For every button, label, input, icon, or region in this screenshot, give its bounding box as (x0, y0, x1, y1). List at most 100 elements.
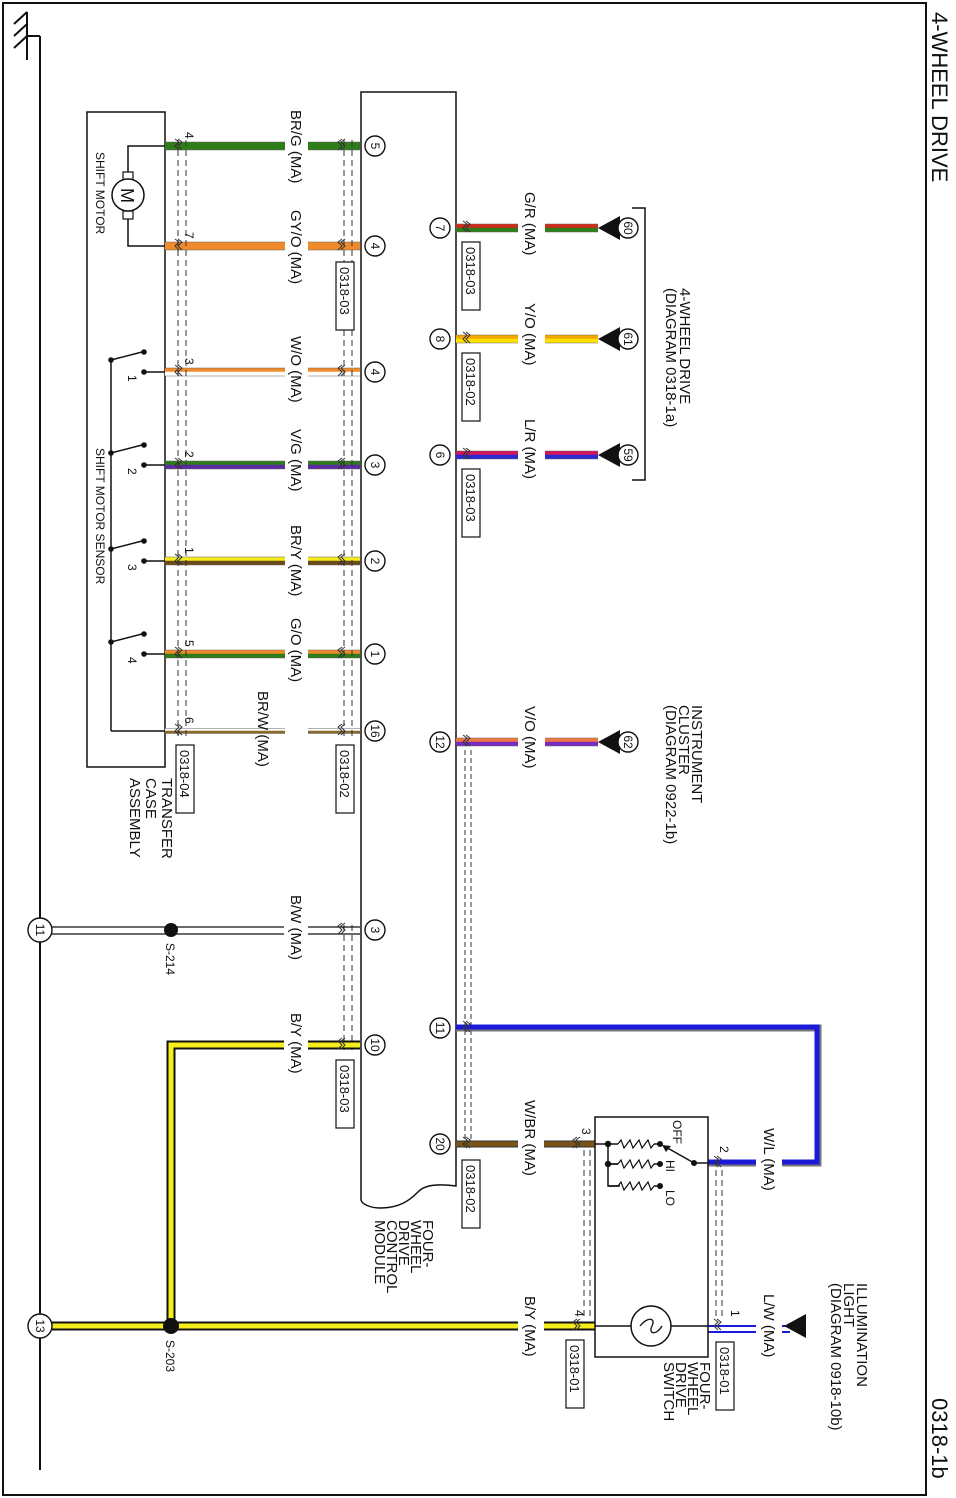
wire-label: G/O (MA) (287, 618, 304, 682)
connector-icon (174, 457, 183, 470)
connector-icon (337, 646, 346, 659)
reference-illumination-label: LIGHT (840, 1283, 857, 1327)
shift-motor-sensor-label: SHIFT MOTOR SENSOR (93, 448, 107, 585)
connector-icon (337, 238, 346, 251)
device-pin: 7 (182, 232, 196, 239)
bulb-icon (630, 1305, 672, 1347)
module-pin: 4 (364, 361, 386, 383)
label-gap (518, 1318, 544, 1334)
sensor-switch-number: 3 (125, 564, 139, 571)
filament-icon (639, 1318, 663, 1334)
switch-position-lo: LO (663, 1190, 677, 1206)
pin-number: 20 (433, 1137, 447, 1151)
contact-dot (657, 1141, 663, 1147)
control-module-box (360, 91, 457, 1209)
module-pin: 8 (429, 328, 451, 350)
pin-number: 12 (433, 735, 447, 749)
sensor-switch: 4 (108, 631, 165, 664)
sensor-switch-number: 2 (125, 468, 139, 475)
connector-id-module-top: 0318-03 (335, 261, 355, 331)
connector-id-box (461, 468, 481, 538)
connector-icon (713, 1155, 722, 1168)
reference-pin: 61 (617, 328, 639, 350)
pin-number: 60 (621, 221, 635, 235)
pivot-dot (108, 546, 114, 552)
contact-dot (141, 631, 147, 637)
transfer-wire (165, 367, 360, 377)
pin-number: 5 (368, 143, 382, 150)
pivot-dot (108, 639, 114, 645)
device-pin: 6 (182, 717, 196, 724)
reference-bracket (632, 207, 646, 481)
transfer-wire (165, 460, 360, 470)
pin-number: 1 (368, 651, 382, 658)
sensor-switch: 1 (108, 349, 165, 382)
reference-arrow-icon (598, 216, 620, 240)
connector-id-box (715, 1341, 735, 1411)
switch-position-off: OFF (670, 1120, 684, 1144)
pin-circle-shape (364, 643, 386, 665)
transfer-wire (165, 556, 360, 566)
connector-id-text: 0318-01 (717, 1347, 732, 1395)
shift-motor-label: SHIFT MOTOR (93, 152, 107, 235)
reference-pin: 60 (617, 217, 639, 239)
contact-dot (141, 558, 147, 564)
pin-circle-shape (364, 550, 386, 572)
pin-circle-shape (27, 1313, 53, 1339)
wire-label: B/Y (MA) (521, 1296, 538, 1357)
splice-label: S-203 (163, 1340, 177, 1372)
switch-pin: 3 (579, 1128, 593, 1135)
reference-instrument-cluster-label: CLUSTER (675, 705, 692, 775)
wire-label: W/O (MA) (287, 336, 304, 403)
connector-id: 0318-03 (461, 241, 481, 311)
connector-id-text: 0318-04 (177, 750, 192, 798)
module-pin: 12 (429, 731, 451, 753)
switch-blade (110, 444, 143, 454)
transfer-case-box (86, 111, 166, 768)
connector-id-text: 0318-03 (463, 247, 478, 295)
connector-id: 0318-03 (335, 1059, 355, 1129)
label-gap (518, 1136, 544, 1152)
wire-label: B/W (MA) (287, 895, 304, 960)
module-pin: 2 (364, 550, 386, 572)
module-pin: 3 (364, 454, 386, 476)
wire-label: B/Y (MA) (287, 1013, 304, 1074)
switch-label-line: FOUR- (696, 1362, 713, 1410)
pin-circle-shape (617, 444, 639, 466)
reference-illumination-label: ILLUMINATION (853, 1283, 870, 1387)
switch-arrow-icon (662, 1145, 671, 1152)
wire-label: V/G (MA) (287, 429, 304, 492)
contact-dot (141, 349, 147, 355)
splice-dot (163, 1318, 179, 1334)
connector-id-text: 0318-02 (337, 750, 352, 798)
wire-label: V/O (MA) (521, 706, 538, 769)
connector-icon (462, 734, 471, 747)
pin-number: 3 (368, 462, 382, 469)
splice-dot (164, 923, 178, 937)
connector-icon (337, 457, 346, 470)
contact-dot (141, 538, 147, 544)
pin-circle-shape (617, 217, 639, 239)
connector-id: 0318-03 (461, 468, 481, 538)
pin-number: 59 (621, 448, 635, 462)
pin-circle-shape (429, 328, 451, 350)
connector-id: 0318-02 (461, 352, 481, 422)
splice-label: S-214 (163, 943, 177, 975)
wire-label: G/R (MA) (521, 192, 538, 255)
connector-id-box (461, 241, 481, 311)
device-pin: 1 (182, 547, 196, 554)
ground-pin: 13 (27, 1313, 53, 1339)
pin-number: 4 (368, 243, 382, 250)
switch-label-line: SWITCH (660, 1362, 677, 1421)
reference-4wd-label: (DIAGRAM 0318-1a) (662, 288, 679, 427)
connector-icon (572, 1318, 581, 1331)
sensor-switch-number: 1 (125, 375, 139, 382)
contact-dot (657, 1161, 663, 1167)
pin-number: 11 (33, 924, 47, 937)
connector-id-text: 0318-03 (463, 474, 478, 522)
pin-number: 8 (433, 336, 447, 343)
shift-motor-sensor: 1 2 3 4 (108, 349, 165, 732)
switch-pin: 2 (717, 1146, 731, 1153)
reference-pin: 62 (617, 731, 639, 753)
